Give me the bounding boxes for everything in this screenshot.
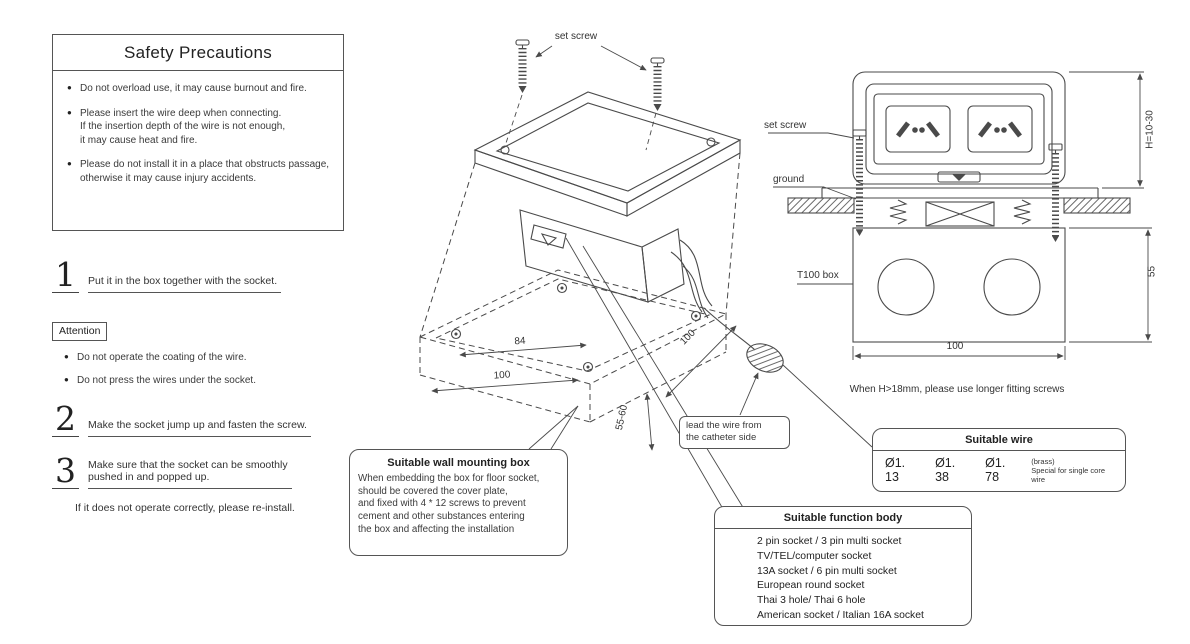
attention-label: Attention [52,322,108,341]
step-3: 3 Make sure that the socket can be smoot… [52,454,292,489]
step-1: 1 Put it in the box together with the so… [52,258,282,293]
function-body-item: American socket / Italian 16A socket [757,609,924,621]
set-screw-icon [515,39,530,93]
wire-sizes-row: Ø1. 13 Ø1. 38 Ø1. 78 (brass) Special for… [873,451,1125,484]
step-3-text: Make sure that the socket can be smoothl… [88,459,292,489]
safety-precautions-panel: Safety Precautions Do not overload use, … [52,34,344,231]
function-body-item: Thai 3 hole/ Thai 6 hole [757,595,866,607]
set-screw-icon [852,129,867,236]
function-body-item: 13A socket / 6 pin multi socket [757,565,897,577]
wire-note: (brass) Special for single core wire [1031,456,1106,484]
dim-100-label: 100 [946,341,964,352]
set-screw-icon [650,57,665,111]
iso-set-screw-label: set screw [554,31,598,42]
wire-size: Ø1. 38 [935,456,956,484]
safety-list: Do not overload use, it may cause burnou… [53,71,343,185]
step-2: 2 Make the socket jump up and fasten the… [52,402,311,437]
dim-h-label: H=10-30 [1144,110,1156,149]
longer-screws-note: When H>18mm, please use longer fitting s… [849,384,1065,395]
step-1-number: 1 [52,258,79,293]
wire-size: Ø1. 78 [985,456,1006,484]
cross-section-drawing [768,71,1152,360]
universal-socket-icon [967,105,1033,153]
mounting-box-callout: Suitable wall mounting box When embeddin… [349,449,568,556]
safety-item: Please insert the wire deep when connect… [67,107,331,148]
safety-item: Please do not install it in a place that… [67,158,331,185]
safety-title: Safety Precautions [53,35,343,71]
step-3-number: 3 [52,454,79,489]
ground-hatch [787,197,855,214]
dim-55-label: 55 [1146,265,1158,278]
function-body-callout: Suitable function body 2 pin socket / 3 … [714,506,972,626]
set-screw-icon [1048,143,1063,242]
wire-coil [746,343,784,373]
step-1-text: Put it in the box together with the sock… [88,275,282,293]
section-t100-label: T100 box [797,270,839,281]
function-body-item: European round socket [757,580,865,592]
function-body-list: 2 pin socket / 3 pin multi socket TV/TEL… [715,529,971,624]
step-2-number: 2 [52,402,79,437]
attention-list: Do not operate the coating of the wire. … [64,351,256,396]
mounting-box-title: Suitable wall mounting box [387,457,530,469]
function-body-title: Suitable function body [715,507,971,529]
section-set-screw-label: set screw [764,120,807,131]
ground-hatch [1063,197,1131,214]
function-body-item: TV/TEL/computer socket [757,550,872,562]
wire-size: Ø1. 13 [885,456,906,484]
attention-item: Do not operate the coating of the wire. [64,351,256,365]
step-2-text: Make the socket jump up and fasten the s… [88,419,311,437]
function-body-item: 2 pin socket / 3 pin multi socket [757,536,902,547]
suitable-wire-title: Suitable wire [873,429,1125,451]
reinstall-note: If it does not operate correctly, please… [75,502,295,514]
section-ground-label: ground [773,174,805,185]
catheter-note-callout: lead the wire from the catheter side [679,416,790,449]
safety-item: Do not overload use, it may cause burnou… [67,82,331,96]
universal-socket-icon [885,105,951,153]
suitable-wire-callout: Suitable wire Ø1. 13 Ø1. 38 Ø1. 78 (bras… [872,428,1126,492]
attention-item: Do not press the wires under the socket. [64,374,256,388]
mounting-box-text: When embedding the box for floor socket,… [358,473,540,535]
attention-box: Attention [52,321,108,341]
isometric-socket-drawing [418,39,873,510]
